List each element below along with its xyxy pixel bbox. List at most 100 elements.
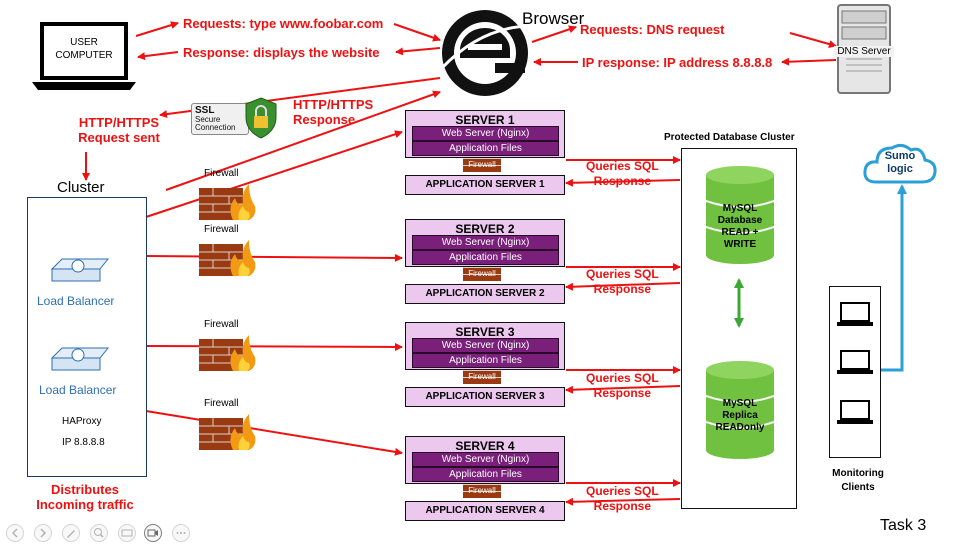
db-cluster-box: [681, 148, 797, 509]
firewall-label-1: Firewall: [204, 168, 239, 179]
camera-icon: [147, 529, 158, 537]
chevron-left-icon: [11, 528, 18, 538]
laptop-icon: [837, 302, 873, 326]
laptop-icon: [837, 400, 873, 424]
app-server-1: APPLICATION SERVER 1: [405, 175, 565, 195]
haproxy-label: HAProxy: [62, 416, 102, 427]
distributes-line2: Incoming traffic: [36, 497, 134, 512]
https-request-line2: Request sent: [78, 130, 160, 145]
sql-queries-1: Queries SQL: [586, 159, 659, 173]
cloud-icon: [863, 143, 937, 184]
zoom-icon: [94, 528, 104, 538]
request-type-label: Requests: type www.foobar.com: [183, 16, 384, 31]
dns-server: DNS Server: [834, 3, 894, 95]
firewall-label-2: Firewall: [204, 224, 239, 235]
dns-server-label: DNS Server: [834, 46, 894, 57]
server-3-app-files: Application Files: [412, 353, 559, 368]
app-server-3: APPLICATION SERVER 3: [405, 387, 565, 407]
ssl-line1: SSL: [195, 105, 215, 116]
db-primary-line4: WRITE: [723, 239, 757, 250]
firewall-label-4: Firewall: [204, 398, 239, 409]
zoom-button[interactable]: [90, 524, 108, 542]
shield-lock-icon: [245, 97, 277, 139]
task-label: Task 3: [880, 517, 927, 534]
db-primary-line1: MySQL: [722, 203, 758, 214]
database-icon: [706, 361, 774, 459]
app-server-2: APPLICATION SERVER 2: [405, 284, 565, 304]
laptop-icon: [32, 22, 136, 90]
firewall-icon: [199, 240, 256, 276]
chevron-right-icon: [40, 528, 47, 538]
firewall-icon: [199, 335, 256, 371]
db-replica-line3: READonly: [715, 422, 765, 433]
server-3-title: SERVER 3: [455, 325, 515, 339]
server-1-app-files: Application Files: [412, 141, 559, 156]
https-request-sent-label: HTTP/HTTPS Request sent: [78, 115, 160, 145]
load-balancer-icon: [50, 347, 110, 371]
sql-label-2: Queries SQL Response: [586, 267, 659, 297]
slideshow-controls: [4, 522, 194, 544]
dns-request-label: Requests: DNS request: [580, 22, 725, 37]
server-3-web: Web Server (Nginx): [412, 338, 559, 353]
https-response-line1: HTTP/HTTPS: [293, 97, 374, 112]
load-balancer-1-device: [50, 257, 110, 283]
ssl-badge: SSL Secure Connection: [191, 97, 286, 139]
ssl-line3: Connection: [195, 123, 236, 132]
server-4-web: Web Server (Nginx): [412, 452, 559, 467]
sql-queries-3: Queries SQL: [586, 371, 659, 385]
https-request-line1: HTTP/HTTPS: [78, 115, 160, 130]
server-2-app-files: Application Files: [412, 250, 559, 265]
load-balancer-2-label: Load Balancer: [39, 383, 117, 397]
db-replica-label: MySQL Replica READonly: [707, 398, 773, 434]
db-replica-line1: MySQL: [722, 398, 758, 409]
user-computer-line1: USER: [70, 37, 98, 48]
sql-response-4: Response: [593, 499, 652, 513]
server-1-title: SERVER 1: [455, 113, 515, 127]
browser-logo: [440, 8, 530, 98]
sql-response-3: Response: [593, 386, 652, 400]
distributes-label: Distributes Incoming traffic: [30, 482, 140, 512]
more-options-button[interactable]: [172, 524, 190, 542]
monitoring-line1: Monitoring: [832, 468, 884, 479]
cluster-title: Cluster: [57, 179, 105, 196]
sql-queries-4: Queries SQL: [586, 484, 659, 498]
https-response-label: HTTP/HTTPS Response: [293, 97, 373, 127]
app-server-4: APPLICATION SERVER 4: [405, 501, 565, 521]
ip-response-label: IP response: IP address 8.8.8.8: [582, 55, 773, 70]
cluster-box: [27, 197, 147, 477]
monitoring-line2: Clients: [841, 482, 875, 493]
server-4-title: SERVER 4: [455, 439, 515, 453]
sumo-logic-label: Sumo logic: [872, 150, 928, 176]
pen-tool-button[interactable]: [62, 524, 80, 542]
sql-label-4: Queries SQL Response: [586, 484, 659, 514]
server-1-web: Web Server (Nginx): [412, 126, 559, 141]
db-cluster-title: Protected Database Cluster: [664, 132, 795, 143]
cluster-ip-label: IP 8.8.8.8: [62, 437, 105, 448]
user-computer: USER COMPUTER: [32, 22, 136, 92]
database-icon: [706, 166, 774, 264]
ssl-line2: Secure: [195, 115, 221, 124]
previous-slide-button[interactable]: [6, 524, 24, 542]
server-1-firewall: Firewall: [463, 158, 501, 172]
next-slide-button[interactable]: [34, 524, 52, 542]
server-3-firewall: Firewall: [463, 370, 501, 384]
db-primary-line2: Database: [717, 215, 763, 226]
db-replica-line2: Replica: [722, 410, 758, 421]
server-4-app-files: Application Files: [412, 467, 559, 482]
sql-label-3: Queries SQL Response: [586, 371, 659, 401]
db-primary-label: MySQL Database READ + WRITE: [707, 203, 773, 251]
sql-response-2: Response: [593, 282, 652, 296]
response-display-label: Response: displays the website: [183, 45, 380, 60]
server-3-box: SERVER 3 Web Server (Nginx) Application …: [405, 322, 565, 370]
sql-queries-2: Queries SQL: [586, 267, 659, 281]
sumo-line2: logic: [887, 163, 913, 175]
camera-button[interactable]: [144, 524, 162, 542]
user-computer-line2: COMPUTER: [55, 50, 113, 61]
server-2-firewall: Firewall: [463, 267, 501, 281]
more-dots-icon: [176, 532, 186, 534]
sql-label-1: Queries SQL Response: [586, 159, 659, 189]
load-balancer-icon: [50, 258, 110, 282]
server-4-firewall: Firewall: [463, 484, 501, 498]
server-2-web: Web Server (Nginx): [412, 235, 559, 250]
subtitle-button[interactable]: [118, 524, 136, 542]
